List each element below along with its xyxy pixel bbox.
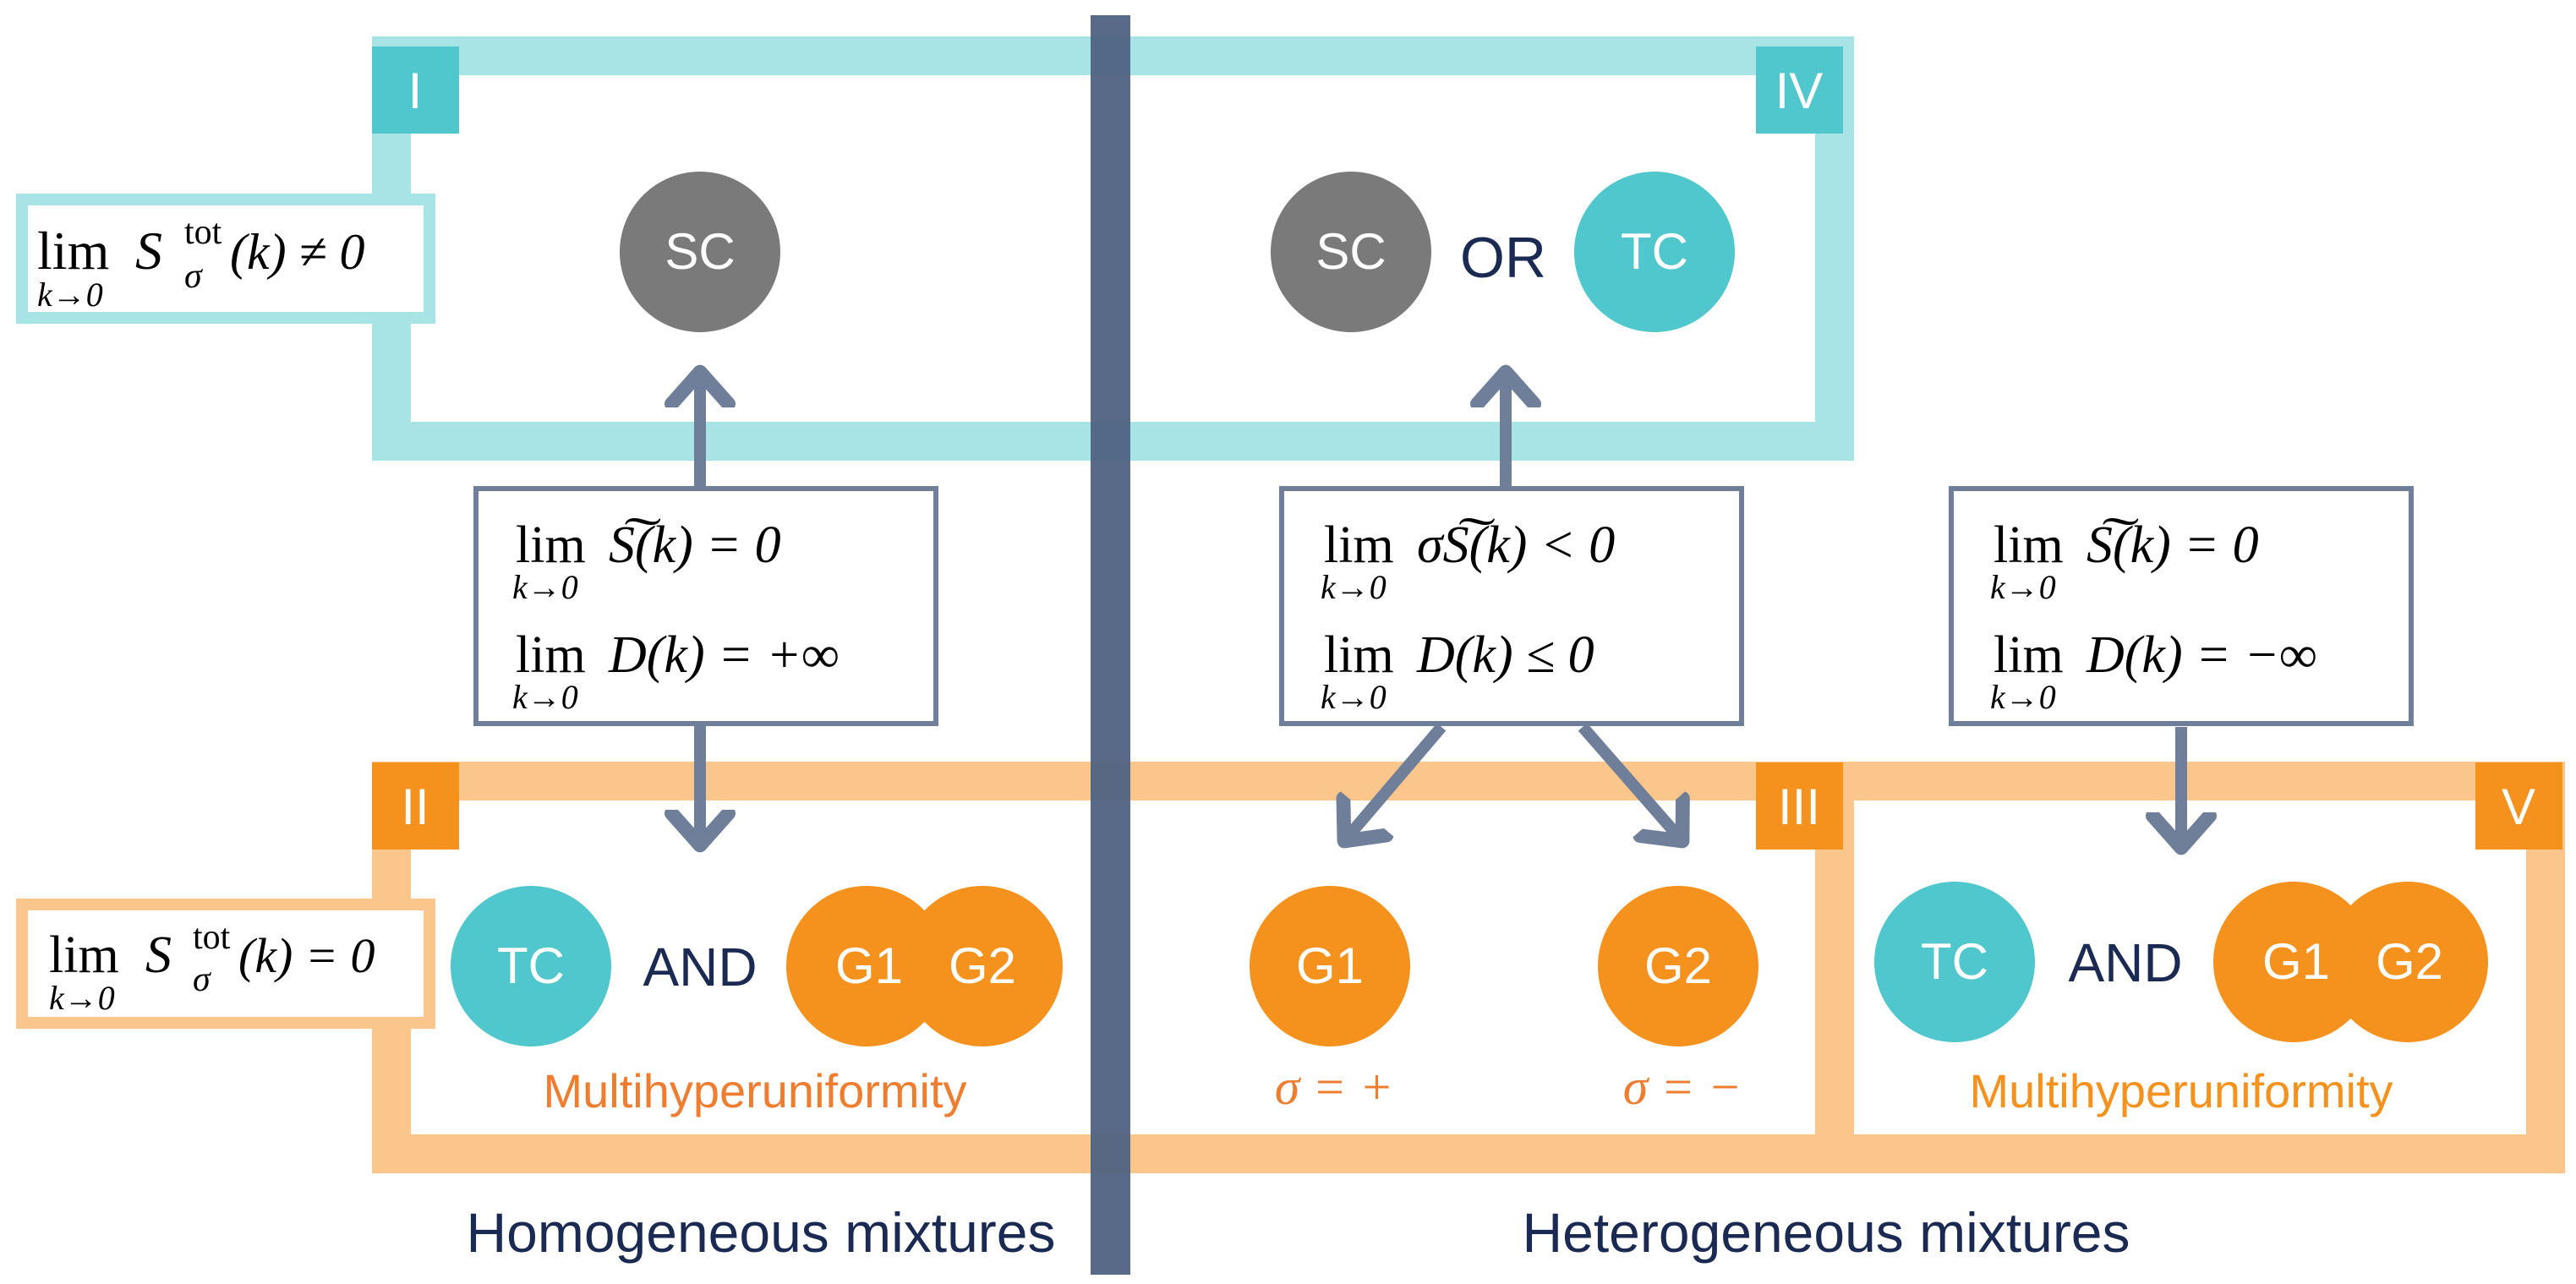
- svg-text:k→0: k→0: [512, 568, 578, 606]
- and-label-left: AND: [643, 937, 757, 997]
- lim-subscript: k→0: [49, 979, 115, 1017]
- svg-text:S͠(k) = 0: S͠(k) = 0: [609, 516, 781, 574]
- svg-text:SC: SC: [1315, 223, 1386, 280]
- svg-text:lim: lim: [516, 516, 586, 574]
- node-g1-region-iii: G1: [1250, 886, 1410, 1046]
- svg-text:G2: G2: [2376, 933, 2443, 990]
- tot-superscript: tot: [193, 918, 231, 957]
- node-sc-homogeneous: SC: [620, 172, 780, 332]
- svg-text:TC: TC: [1621, 223, 1688, 280]
- svg-text:G2: G2: [949, 937, 1016, 994]
- node-sc-heterogeneous: SC: [1271, 172, 1431, 332]
- homogeneous-heterogeneous-divider: [1091, 15, 1130, 1275]
- svg-text:lim: lim: [516, 626, 586, 684]
- sigma-minus-label: σ = −: [1623, 1059, 1742, 1115]
- lim-text: lim: [37, 221, 109, 281]
- arrow-down-middle-right: [1578, 723, 1682, 841]
- svg-text:lim: lim: [1324, 516, 1394, 574]
- svg-text:S͠(k) = 0: S͠(k) = 0: [2087, 516, 2259, 574]
- svg-text:I: I: [408, 63, 423, 119]
- svg-text:σS͠(k) < 0: σS͠(k) < 0: [1417, 516, 1615, 574]
- node-g1-g2-pair-right: G1 G2: [2213, 882, 2488, 1042]
- svg-text:TC: TC: [1921, 933, 1988, 990]
- svg-text:V: V: [2502, 779, 2535, 835]
- sigma-subscript: σ: [193, 960, 212, 999]
- node-tc-region-ii: TC: [451, 886, 611, 1046]
- node-g1-g2-pair-left: G1 G2: [786, 886, 1063, 1046]
- or-label: OR: [1460, 226, 1546, 290]
- node-tc-region-v: TC: [1874, 882, 2035, 1042]
- zero-rest: (k) = 0: [238, 928, 375, 983]
- svg-text:lim: lim: [1994, 516, 2064, 574]
- heterogeneous-mixtures-label: Heterogeneous mixtures: [1522, 1201, 2130, 1264]
- svg-text:III: III: [1778, 779, 1820, 835]
- svg-text:k→0: k→0: [1990, 568, 2056, 606]
- condition-box-homogeneous: lim k→0 S͠(k) = 0 lim k→0 D(k) = +∞: [473, 486, 938, 726]
- svg-text:D(k) = −∞: D(k) = −∞: [2086, 626, 2316, 684]
- svg-text:D(k) ≤ 0: D(k) ≤ 0: [1416, 626, 1594, 684]
- region-frame-bottom-right: [1815, 762, 2565, 1173]
- region-label-V: V: [2475, 762, 2562, 850]
- homogeneous-mixtures-label: Homogeneous mixtures: [467, 1201, 1056, 1264]
- svg-text:TC: TC: [497, 937, 565, 994]
- lim-subscript: k→0: [37, 276, 103, 314]
- and-label-right: AND: [2068, 932, 2182, 993]
- multihyperuniformity-left: Multihyperuniformity: [543, 1064, 966, 1117]
- s-symbol: S: [145, 926, 172, 984]
- svg-text:k→0: k→0: [512, 678, 578, 716]
- multihyperuniformity-right: Multihyperuniformity: [1969, 1064, 2393, 1117]
- side-condition-nonzero: lim k→0 S tot σ (k) ≠ 0: [16, 194, 435, 324]
- svg-text:IV: IV: [1775, 63, 1824, 119]
- lim-text: lim: [49, 926, 119, 984]
- s-symbol: S: [135, 221, 162, 281]
- svg-text:G1: G1: [1296, 937, 1364, 994]
- sigma-plus-label: σ = +: [1275, 1059, 1394, 1115]
- condition-box-heterogeneous: lim k→0 σS͠(k) < 0 lim k→0 D(k) ≤ 0: [1279, 486, 1744, 726]
- region-label-III: III: [1756, 762, 1843, 850]
- node-g2-region-iii: G2: [1598, 886, 1758, 1046]
- region-label-II: II: [372, 762, 459, 850]
- svg-text:G1: G1: [835, 937, 903, 994]
- svg-text:k→0: k→0: [1990, 678, 2056, 716]
- side-condition-zero: lim k→0 S tot σ (k) = 0: [16, 899, 435, 1029]
- svg-text:II: II: [401, 779, 429, 835]
- svg-text:lim: lim: [1324, 626, 1394, 684]
- svg-text:k→0: k→0: [1321, 568, 1386, 606]
- region-label-I: I: [372, 46, 459, 134]
- svg-text:k→0: k→0: [1321, 678, 1386, 716]
- svg-text:SC: SC: [665, 223, 735, 280]
- svg-text:G2: G2: [1644, 937, 1712, 994]
- node-tc-heterogeneous: TC: [1574, 172, 1735, 332]
- svg-text:D(k) = +∞: D(k) = +∞: [608, 626, 839, 684]
- arrow-down-middle-left: [1344, 723, 1447, 841]
- nonzero-rest: (k) ≠ 0: [230, 224, 365, 280]
- svg-text:G1: G1: [2262, 933, 2330, 990]
- sigma-subscript: σ: [184, 257, 204, 296]
- region-label-IV: IV: [1756, 46, 1843, 134]
- svg-text:lim: lim: [1994, 626, 2064, 684]
- condition-box-right: lim k→0 S͠(k) = 0 lim k→0 D(k) = −∞: [1949, 486, 2414, 726]
- tot-superscript: tot: [184, 213, 222, 252]
